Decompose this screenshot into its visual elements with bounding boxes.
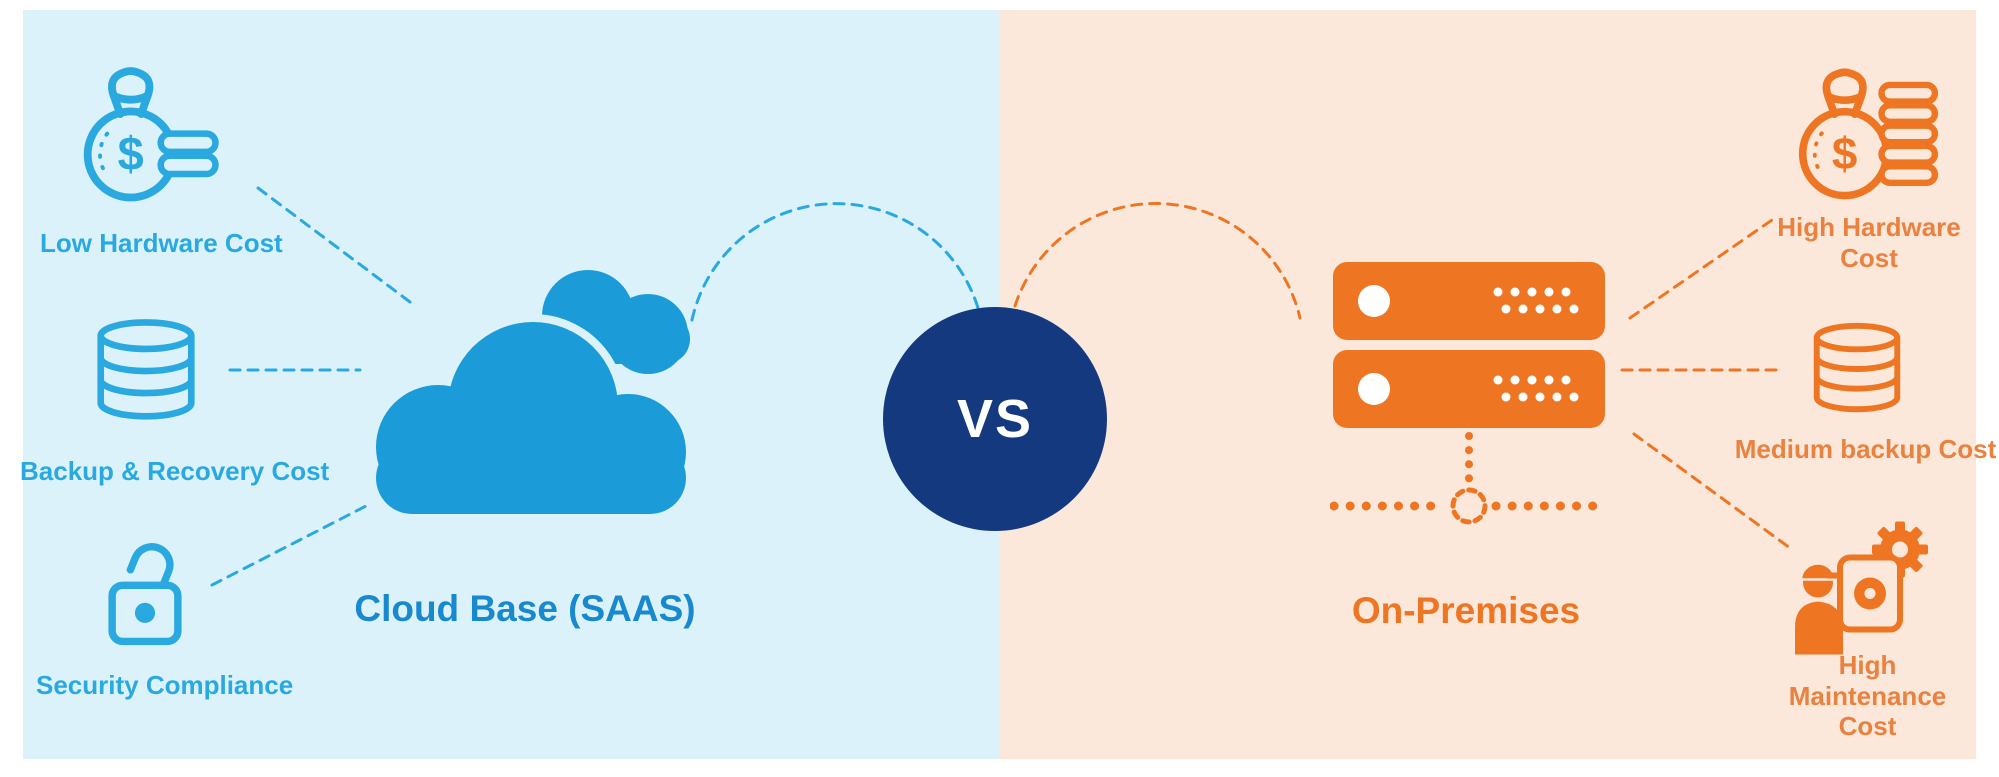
technician-icon [1785, 518, 1940, 656]
database-icon [85, 318, 207, 424]
money-bag-icon: $ [72, 52, 222, 210]
money-bag-coins-icon: $ [1790, 52, 1940, 212]
database-icon [1803, 316, 1911, 422]
padlock-icon [92, 528, 198, 650]
cloud-title: Cloud Base (SAAS) [354, 588, 696, 629]
vs-label: VS [956, 389, 1034, 449]
label-high-maintenance-cost: High Maintenance Cost [1788, 650, 1947, 742]
label-backup-recovery-cost: Backup & Recovery Cost [20, 456, 330, 486]
label-low-hardware-cost: Low Hardware Cost [40, 228, 283, 258]
dollar-sign: $ [118, 127, 144, 180]
server-icon [1330, 258, 1610, 543]
label-security-compliance: Security Compliance [36, 670, 294, 700]
label-high-hardware-cost: High Hardware Cost [1777, 212, 1961, 273]
vs-badge: VS [883, 307, 1107, 531]
dollar-sign: $ [1832, 128, 1857, 179]
person-figure [1795, 562, 1843, 655]
onpremises-title: On-Premises [1351, 590, 1581, 631]
label-medium-backup-cost: Medium backup Cost [1734, 434, 1997, 464]
cloud-icon [338, 242, 720, 542]
network-node-circle [1450, 487, 1488, 525]
